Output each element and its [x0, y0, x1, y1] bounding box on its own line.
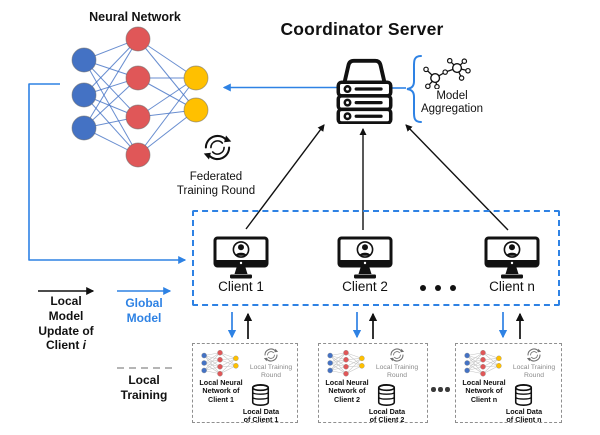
clients-boundary-box	[192, 210, 560, 306]
local-nn-label: Local Neural Network of Client n	[462, 378, 506, 404]
local-round-label: Local Training Round	[249, 364, 293, 379]
clients-ellipsis	[420, 285, 456, 291]
mini-neural-network-icon	[199, 349, 241, 377]
federated-round-refresh-icon	[202, 132, 233, 163]
client-monitor-icon	[213, 236, 269, 282]
hidden-node	[125, 65, 151, 91]
hidden-node	[125, 26, 151, 52]
database-icon	[514, 383, 533, 407]
mini-neural-network-icon	[325, 349, 367, 377]
local-refresh-icon	[263, 347, 279, 363]
legend-line: Update of	[38, 323, 94, 338]
output-node	[183, 97, 209, 123]
molecule-icon	[421, 58, 473, 89]
database-icon	[377, 383, 396, 407]
local-data-label: Local Data of Client 1	[242, 407, 280, 425]
local-training-box-client-2: Local Neural Network of Client 2 Local T…	[318, 343, 428, 425]
server-icon	[336, 56, 393, 124]
ellipsis-dot	[420, 285, 426, 291]
neural-network-figure	[71, 26, 209, 168]
local-training-box-client-1: Local Neural Network of Client 1 Local T…	[192, 343, 298, 425]
legend-line: Model	[48, 308, 84, 323]
ellipsis-dot	[445, 387, 450, 392]
client-label: Client 2	[342, 279, 388, 294]
database-icon	[251, 383, 270, 407]
local-training-box-client-n: Local Neural Network of Client n Local T…	[455, 343, 562, 425]
legend-local-update-label: Local Model Update of Client i	[26, 294, 106, 353]
ellipsis-dot	[435, 285, 441, 291]
client-label: Client n	[489, 279, 535, 294]
ellipsis-dot	[450, 285, 456, 291]
local-refresh-icon	[389, 347, 405, 363]
brace-icon	[406, 55, 422, 123]
hidden-node	[125, 142, 151, 168]
local-round-label: Local Training Round	[512, 364, 556, 379]
coordinator-server-title: Coordinator Server	[280, 19, 444, 39]
output-node	[183, 65, 209, 91]
local-data-label: Local Data of Client n	[505, 407, 543, 425]
feedback-path-arrow	[28, 83, 187, 264]
legend-line: Client i	[26, 338, 106, 353]
mini-neural-network-icon	[462, 349, 504, 377]
model-aggregation-label: Model Aggregation	[420, 90, 484, 115]
legend-line: Local	[50, 294, 82, 308]
client-to-server-arrow	[405, 124, 509, 231]
ellipsis-dot	[438, 387, 443, 392]
neural-network-title: Neural Network	[89, 10, 181, 24]
local-data-label: Local Data of Client 2	[368, 407, 406, 425]
client-monitor-icon	[337, 236, 393, 282]
local-nn-label: Local Neural Network of Client 1	[199, 378, 243, 404]
legend-client-var: i	[82, 338, 86, 353]
client-monitor-icon	[484, 236, 540, 282]
hidden-node	[125, 104, 151, 130]
federated-round-label: Federated Training Round	[176, 171, 256, 197]
local-refresh-icon	[526, 347, 542, 363]
local-boxes-ellipsis	[431, 387, 450, 392]
input-node	[71, 47, 97, 73]
ellipsis-dot	[431, 387, 436, 392]
legend-client-prefix: Client	[45, 338, 83, 353]
input-node	[71, 115, 97, 141]
legend-global-model-label: Global Model	[125, 296, 163, 325]
local-nn-label: Local Neural Network of Client 2	[325, 378, 369, 404]
client-label: Client 1	[218, 279, 264, 294]
local-round-label: Local Training Round	[375, 364, 419, 379]
legend-local-training-label: Local Training	[120, 373, 168, 402]
input-node	[71, 82, 97, 108]
